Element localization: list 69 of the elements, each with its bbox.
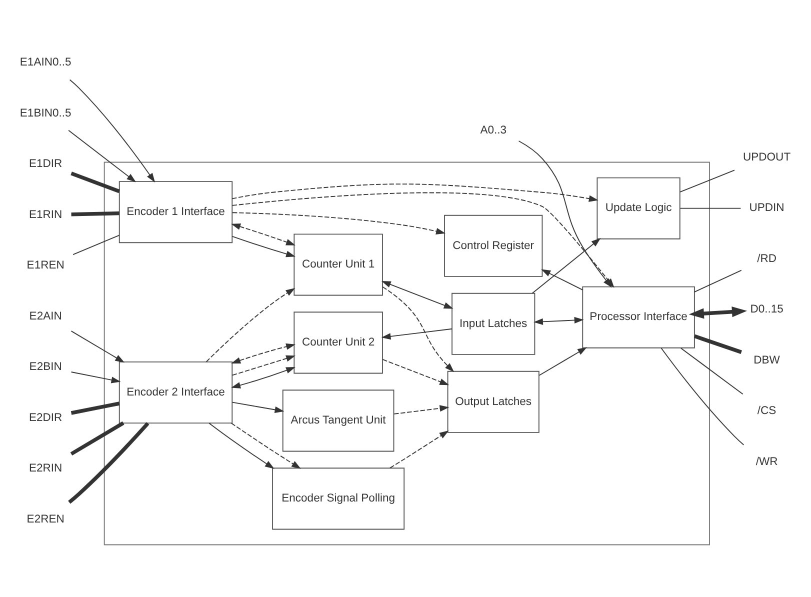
node-box: Update Logic bbox=[596, 176, 680, 239]
connector bbox=[70, 420, 124, 456]
node-text: E2RIN bbox=[29, 462, 62, 474]
connector bbox=[68, 422, 150, 504]
node-box: Arcus Tangent Unit bbox=[282, 389, 394, 452]
arrow bbox=[206, 287, 296, 362]
arrow bbox=[394, 404, 450, 414]
connector bbox=[70, 401, 120, 414]
connector bbox=[71, 210, 120, 216]
arrow bbox=[68, 129, 136, 182]
node-text: UPDOUT bbox=[743, 150, 791, 163]
arrow bbox=[231, 366, 296, 388]
node-text: D0..15 bbox=[750, 303, 784, 316]
arrow bbox=[232, 401, 284, 412]
node-text: E2REN bbox=[26, 512, 64, 525]
connector bbox=[72, 234, 120, 255]
node-text: E1RIN bbox=[29, 208, 62, 220]
arrow bbox=[70, 371, 121, 383]
arrow bbox=[232, 183, 598, 202]
connector bbox=[694, 269, 742, 292]
arrow bbox=[382, 358, 450, 385]
arrow bbox=[232, 212, 446, 234]
node-text: DBW bbox=[754, 354, 780, 366]
connector bbox=[70, 171, 120, 193]
node-text: E2DIR bbox=[29, 411, 62, 424]
arrow bbox=[70, 330, 125, 362]
arrow bbox=[541, 268, 583, 290]
node-box: Counter Unit 1 bbox=[294, 233, 383, 296]
node-box: Encoder Signal Polling bbox=[272, 467, 405, 530]
arrow bbox=[382, 286, 454, 372]
connector bbox=[680, 169, 735, 192]
arrow bbox=[532, 238, 601, 294]
node-text: E2BIN bbox=[29, 360, 62, 373]
arrow bbox=[518, 140, 612, 288]
node-box: Input Latches bbox=[452, 292, 536, 354]
node-text: E1AIN0..5 bbox=[20, 56, 72, 68]
node-text: UPDIN bbox=[749, 202, 784, 214]
connector bbox=[660, 347, 744, 445]
arrow bbox=[232, 354, 296, 376]
node-box: Counter Unit 2 bbox=[294, 311, 383, 374]
node-text: E1BIN0..5 bbox=[20, 106, 72, 119]
node-text: /CS bbox=[757, 404, 776, 417]
node-text: A0..3 bbox=[480, 124, 507, 136]
node-box: Encoder 1 Interface bbox=[118, 180, 233, 243]
connector bbox=[680, 347, 744, 394]
arrow bbox=[230, 422, 301, 468]
node-box: Control Register bbox=[444, 214, 543, 276]
node-box: Output Latches bbox=[447, 370, 540, 432]
arrow bbox=[232, 235, 296, 257]
arrow bbox=[688, 306, 748, 318]
arrow bbox=[389, 430, 449, 468]
arrow bbox=[534, 316, 584, 324]
node-box: Processor Interface bbox=[582, 286, 695, 348]
node-text: E1REN bbox=[26, 259, 64, 272]
node-text: E2AIN bbox=[29, 310, 62, 322]
node-text: E1DIR bbox=[29, 158, 62, 170]
arrow bbox=[381, 280, 454, 308]
connector bbox=[680, 207, 742, 208]
arrow bbox=[381, 328, 452, 340]
arrow bbox=[208, 422, 274, 468]
node-box: Encoder 2 Interface bbox=[118, 360, 233, 423]
node-text: /WR bbox=[756, 455, 778, 468]
arrow bbox=[231, 342, 296, 364]
arrow bbox=[231, 222, 296, 245]
arrow bbox=[69, 78, 156, 182]
cluster bbox=[104, 161, 710, 545]
arrow bbox=[538, 346, 588, 376]
node-text: /RD bbox=[757, 252, 777, 264]
connector bbox=[694, 334, 742, 354]
